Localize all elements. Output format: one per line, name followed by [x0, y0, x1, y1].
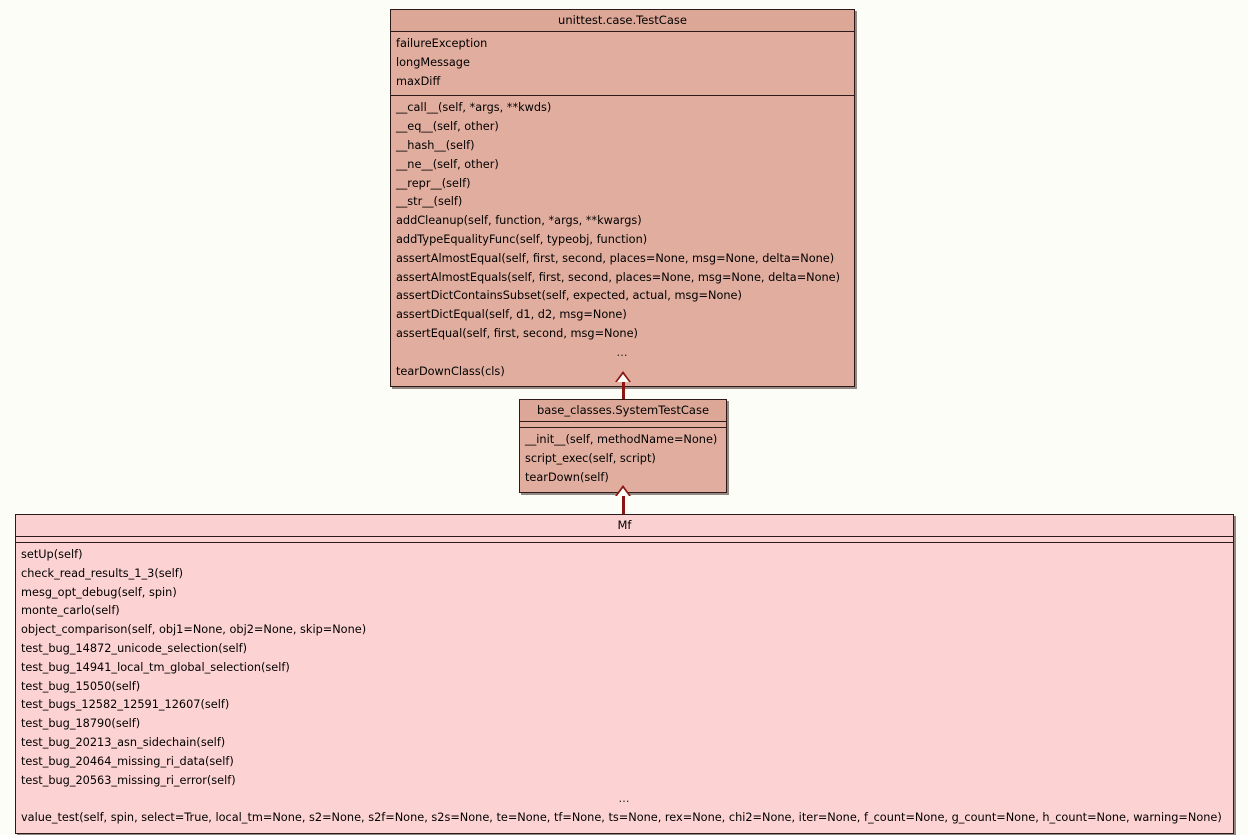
- method-item: addCleanup(self, function, *args, **kwar…: [396, 214, 642, 228]
- method-item: __str__(self): [396, 195, 463, 209]
- method-item: monte_carlo(self): [21, 604, 120, 618]
- method-item: __repr__(self): [396, 176, 471, 190]
- arrowhead-fill: [617, 488, 629, 496]
- method-item: test_bug_20464_missing_ri_data(self): [21, 754, 234, 768]
- method-item: test_bug_14941_local_tm_global_selection…: [21, 660, 290, 674]
- class-methods-base-classes-systemtestcase: __init__(self, methodName=None) script_e…: [520, 428, 726, 492]
- method-item: mesg_opt_debug(self, spin): [21, 585, 177, 599]
- attribute-item: maxDiff: [396, 74, 441, 88]
- method-item: assertAlmostEqual(self, first, second, p…: [396, 251, 835, 265]
- method-item: __eq__(self, other): [396, 120, 499, 134]
- method-item: check_read_results_1_3(self): [21, 566, 184, 580]
- method-item: __ne__(self, other): [396, 157, 499, 171]
- class-title-unittest-case-testcase: unittest.case.TestCase: [391, 10, 854, 32]
- methods-truncation-ellipsis: …: [616, 345, 629, 359]
- method-item: tearDown(self): [525, 470, 609, 484]
- method-item: test_bugs_12582_12591_12607(self): [21, 698, 230, 712]
- method-item: test_bug_20213_asn_sidechain(self): [21, 735, 226, 749]
- class-title-mf: Mf: [16, 515, 1233, 537]
- method-item: script_exec(self, script): [525, 451, 656, 465]
- method-item: assertDictContainsSubset(self, expected,…: [396, 289, 742, 303]
- arrow-shaft: [622, 495, 625, 515]
- method-item: test_bug_20563_missing_ri_error(self): [21, 773, 236, 787]
- class-title-base-classes-systemtestcase: base_classes.SystemTestCase: [520, 400, 726, 422]
- class-attributes-base-classes-systemtestcase: [520, 422, 726, 428]
- generalization-arrow-to-testcase: [615, 371, 631, 400]
- method-item: assertEqual(self, first, second, msg=Non…: [396, 326, 638, 340]
- method-item: __call__(self, *args, **kwds): [396, 101, 552, 115]
- class-box-base-classes-systemtestcase[interactable]: base_classes.SystemTestCase __init__(sel…: [519, 399, 727, 494]
- method-item: test_bug_14872_unicode_selection(self): [21, 641, 247, 655]
- method-item: __init__(self, methodName=None): [525, 433, 718, 446]
- methods-truncation-ellipsis: …: [618, 792, 631, 806]
- class-methods-unittest-case-testcase: __call__(self, *args, **kwds) __eq__(sel…: [391, 96, 854, 386]
- method-item: value_test(self, spin, select=True, loca…: [21, 811, 1222, 825]
- method-item: __hash__(self): [396, 138, 475, 152]
- method-item: addTypeEqualityFunc(self, typeobj, funct…: [396, 232, 648, 246]
- attribute-item: longMessage: [396, 55, 470, 69]
- method-item: test_bug_15050(self): [21, 679, 141, 693]
- class-attributes-mf: [16, 537, 1233, 543]
- class-box-unittest-case-testcase[interactable]: unittest.case.TestCase failureException …: [390, 9, 855, 388]
- method-item: test_bug_18790(self): [21, 717, 141, 731]
- method-item: tearDownClass(cls): [396, 364, 505, 378]
- method-item: setUp(self): [21, 548, 83, 561]
- class-attributes-unittest-case-testcase: failureException longMessage maxDiff: [391, 32, 854, 97]
- method-item: assertDictEqual(self, d1, d2, msg=None): [396, 308, 627, 322]
- attribute-item: failureException: [396, 37, 488, 50]
- generalization-arrow-to-systemtestcase: [615, 485, 631, 515]
- method-item: assertAlmostEquals(self, first, second, …: [396, 270, 841, 284]
- method-item: object_comparison(self, obj1=None, obj2=…: [21, 623, 367, 637]
- class-box-mf[interactable]: Mf setUp(self) check_read_results_1_3(se…: [15, 514, 1234, 834]
- arrowhead-fill: [617, 374, 629, 382]
- class-methods-mf: setUp(self) check_read_results_1_3(self)…: [16, 543, 1233, 833]
- arrow-shaft: [622, 381, 625, 400]
